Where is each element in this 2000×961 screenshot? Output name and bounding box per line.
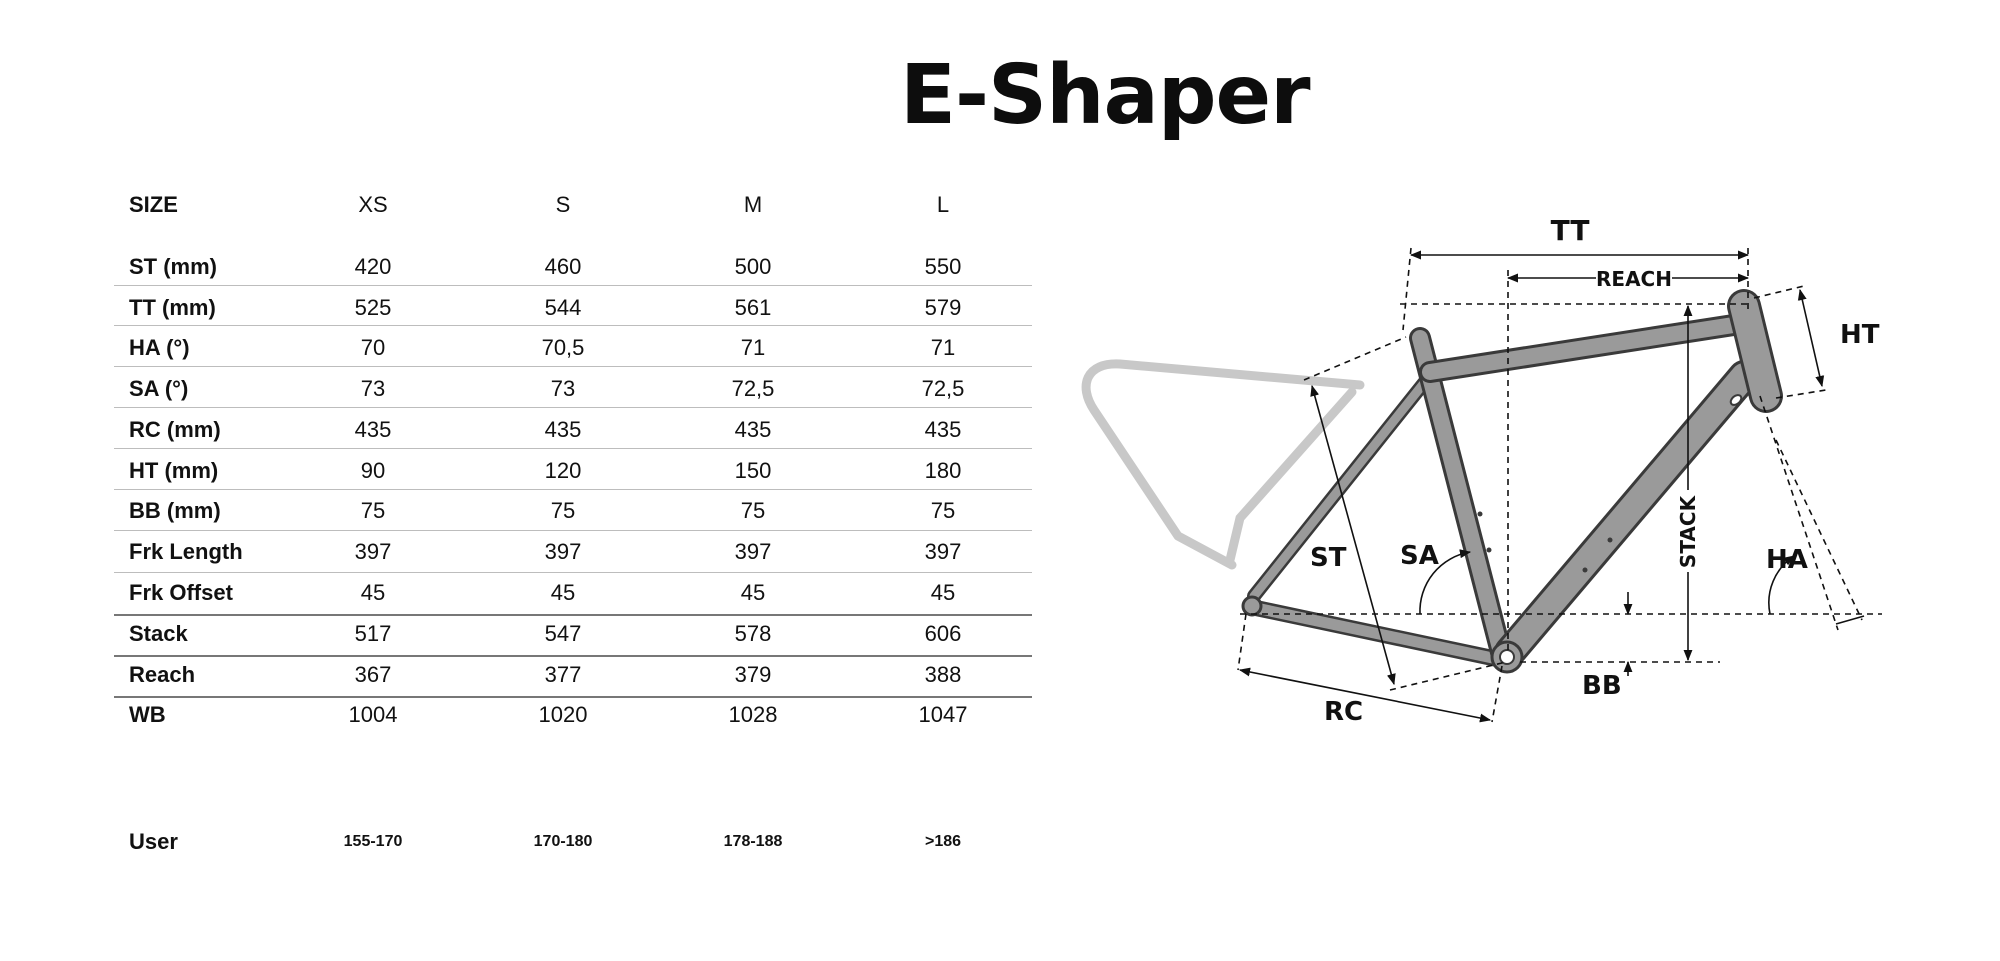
table-cell: 397 (354, 539, 392, 564)
table-cell: 72,5 (731, 376, 775, 401)
row-label-user: User (129, 829, 178, 854)
row-label-reach: Reach (129, 662, 196, 687)
table-cell: 420 (354, 254, 392, 279)
table-cell: 550 (924, 254, 962, 279)
label-st: ST (1310, 543, 1347, 573)
row-label-frk-offset: Frk Offset (129, 580, 233, 605)
row-divider (114, 285, 1032, 286)
label-bb: BB (1582, 671, 1622, 701)
table-cell: 72,5 (921, 376, 965, 401)
table-cell: 70 (360, 335, 386, 360)
size-header-m: M (743, 192, 763, 217)
table-cell: 435 (354, 417, 392, 442)
row-label-st: ST (mm) (129, 254, 217, 279)
table-cell: 377 (544, 662, 582, 687)
table-cell: 578 (734, 621, 772, 646)
cable-port (1729, 394, 1743, 406)
table-cell: 75 (360, 498, 386, 523)
row-label-bb: BB (mm) (129, 498, 221, 523)
label-sa: SA (1400, 541, 1439, 571)
table-cell: 1047 (918, 702, 968, 727)
table-cell: 1004 (348, 702, 398, 727)
row-divider (114, 572, 1032, 573)
table-cell: 150 (734, 458, 772, 483)
table-cell: 45 (550, 580, 576, 605)
table-cell: 1028 (728, 702, 778, 727)
table-cell: 71 (740, 335, 766, 360)
user-range-s: 170-180 (533, 833, 593, 850)
table-cell: 90 (360, 458, 386, 483)
table-cell: 45 (740, 580, 766, 605)
row-label-ha: HA (°) (129, 335, 190, 360)
user-range-m: 178-188 (723, 833, 783, 850)
table-cell: 73 (550, 376, 576, 401)
label-ht: HT (1840, 320, 1880, 350)
size-header-label: SIZE (129, 192, 178, 217)
table-cell: 1020 (538, 702, 588, 727)
row-label-frk-length: Frk Length (129, 539, 243, 564)
table-cell: 517 (354, 621, 392, 646)
table-cell: 73 (360, 376, 386, 401)
size-header-l: L (936, 192, 950, 217)
row-divider (114, 530, 1032, 531)
geometry-table: SIZE XS S M L ST (mm) 420 460 500 550 TT… (0, 0, 1040, 900)
table-cell: 75 (740, 498, 766, 523)
row-label-stack: Stack (129, 621, 188, 646)
row-divider (114, 366, 1032, 367)
table-cell: 500 (734, 254, 772, 279)
table-cell: 120 (544, 458, 582, 483)
table-cell: 435 (734, 417, 772, 442)
row-divider (114, 614, 1032, 616)
table-cell: 75 (550, 498, 576, 523)
row-divider (114, 407, 1032, 408)
table-cell: 45 (360, 580, 386, 605)
table-cell: 70,5 (541, 335, 585, 360)
frame-geometry-diagram: TT REACH HT STACK HA ST SA BB RC (1081, 214, 1882, 727)
table-cell: 71 (930, 335, 956, 360)
dimension-lines (1237, 247, 1882, 723)
row-label-tt: TT (mm) (129, 295, 216, 320)
table-cell: 397 (544, 539, 582, 564)
table-cell: 544 (544, 295, 582, 320)
user-range-xs: 155-170 (343, 833, 403, 850)
table-cell: 547 (544, 621, 582, 646)
table-cell: 397 (924, 539, 962, 564)
row-label-rc: RC (mm) (129, 417, 221, 442)
row-label-sa: SA (°) (129, 376, 189, 401)
user-range-l: >186 (924, 833, 962, 850)
table-cell: 435 (924, 417, 962, 442)
table-cell: 180 (924, 458, 962, 483)
page-title: E-Shaper (900, 48, 1311, 143)
label-tt: TT (1551, 214, 1590, 247)
label-reach: REACH (1596, 267, 1672, 291)
row-label-ht: HT (mm) (129, 458, 219, 483)
table-cell: 579 (924, 295, 962, 320)
table-cell: 75 (930, 498, 956, 523)
row-divider (114, 325, 1032, 326)
rear-dropout (1241, 595, 1263, 617)
table-cell: 397 (734, 539, 772, 564)
label-stack: STACK (1676, 494, 1700, 568)
table-cell: 45 (930, 580, 956, 605)
rear-rack-outline (1081, 359, 1365, 570)
size-header-xs: XS (358, 192, 388, 217)
row-divider (114, 448, 1032, 449)
rear-rack-strut (1225, 387, 1357, 565)
row-label-wb: WB (129, 702, 166, 727)
label-rc: RC (1324, 697, 1363, 727)
table-cell: 561 (734, 295, 772, 320)
row-divider (114, 489, 1032, 490)
table-cell: 525 (354, 295, 392, 320)
table-cell: 388 (924, 662, 962, 687)
row-divider (114, 696, 1032, 698)
size-header-s: S (555, 192, 571, 217)
table-cell: 435 (544, 417, 582, 442)
table-cell: 379 (734, 662, 772, 687)
table-cell: 606 (924, 621, 962, 646)
table-cell: 367 (354, 662, 392, 687)
table-cell: 460 (544, 254, 582, 279)
label-ha: HA (1766, 545, 1808, 575)
row-divider (114, 655, 1032, 657)
